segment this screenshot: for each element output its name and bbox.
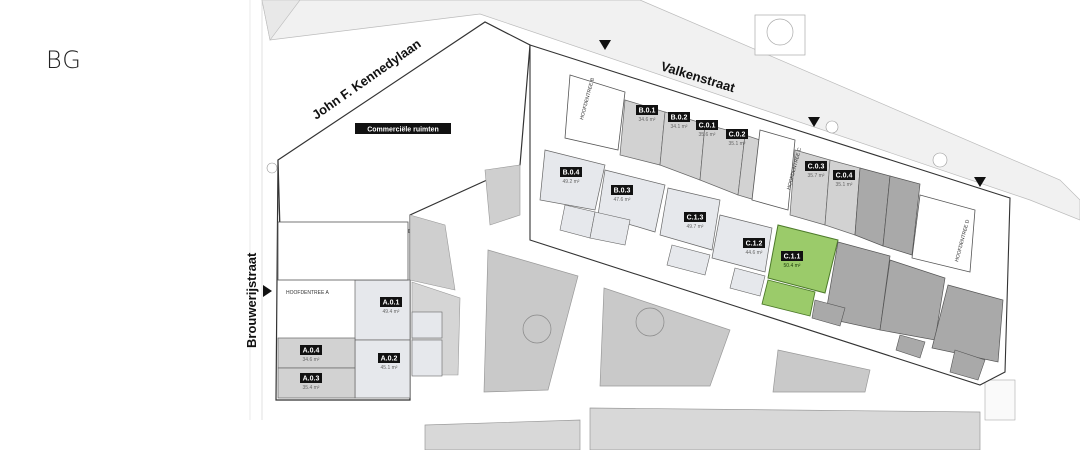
unit-code-bg (781, 251, 803, 261)
unit-label-c-1-2[interactable]: C.1.2 44.6 m² (743, 238, 765, 256)
unit-code-bg (300, 345, 322, 355)
unit-label-c-0-3[interactable]: C.0.3 35.7 m² (805, 161, 827, 179)
unit-area: 34.6 m² (303, 357, 320, 363)
unit-labels: A.0.149.4 m²A.0.245.1 m²A.0.335.4 m²A.0.… (300, 105, 855, 391)
unit-code: B.0.4 (563, 170, 580, 177)
unit-shapes (277, 74, 1004, 399)
unit-code-bg (636, 105, 658, 115)
unit-label-b-0-2[interactable]: B.0.2 34.1 m² (668, 112, 690, 130)
floor-label: BG (46, 46, 82, 74)
unit-label-c-0-4[interactable]: C.0.4 35.1 m² (833, 170, 855, 188)
unit-code-bg (611, 185, 633, 195)
unit-label-a-0-2[interactable]: A.0.2 45.1 m² (378, 353, 400, 371)
unit-label-b-0-3[interactable]: B.0.3 47.6 m² (611, 185, 633, 203)
unit-code: C.0.3 (808, 164, 825, 171)
unit-code: B.0.3 (614, 188, 631, 195)
unit-code-bg (726, 129, 748, 139)
entrance-arrow-icon (263, 285, 272, 297)
entrance-arrow-icon (599, 40, 611, 50)
unit-code-bg (805, 161, 827, 171)
unit-code-bg (833, 170, 855, 180)
unit-code-bg (560, 167, 582, 177)
unit-label-c-0-1[interactable]: C.0.1 35.6 m² (696, 120, 718, 138)
commercial-label-bg (355, 123, 451, 134)
unit-code: C.1.2 (746, 241, 763, 248)
unit-area: 34.1 m² (671, 124, 688, 130)
unit-code: C.0.2 (729, 132, 746, 139)
entrance-arrow-icon (808, 117, 820, 127)
unit-code-bg (300, 373, 322, 383)
unit-code: A.0.2 (381, 356, 398, 363)
unit-area: 34.6 m² (639, 117, 656, 123)
unit-area: 47.6 m² (614, 197, 631, 203)
unit-label-a-0-3[interactable]: A.0.3 35.4 m² (300, 373, 322, 391)
unit-label-a-0-4[interactable]: A.0.4 34.6 m² (300, 345, 322, 363)
courtyard-gardens (424, 249, 981, 450)
unit-label-a-0-1[interactable]: A.0.1 49.4 m² (380, 297, 402, 315)
unit-area: 45.1 m² (381, 365, 398, 371)
unit-code: A.0.1 (383, 300, 400, 307)
unit-code-bg (743, 238, 765, 248)
unit-area: 44.6 m² (746, 250, 763, 256)
unit-code: B.0.2 (671, 115, 688, 122)
unit-code: C.0.1 (699, 123, 716, 130)
unit-area: 35.7 m² (808, 173, 825, 179)
unit-area: 50.4 m² (784, 263, 801, 269)
unit-label-c-1-1[interactable]: C.1.1 50.4 m² (781, 251, 803, 269)
unit-area: 49.2 m² (563, 179, 580, 185)
unit-area: 35.1 m² (729, 141, 746, 147)
unit-code-bg (378, 353, 400, 363)
unit-code: C.1.3 (687, 215, 704, 222)
unit-code-bg (380, 297, 402, 307)
unit-label-b-0-1[interactable]: B.0.1 34.6 m² (636, 105, 658, 123)
unit-label-b-0-4[interactable]: B.0.4 49.2 m² (560, 167, 582, 185)
unit-area: 35.6 m² (699, 132, 716, 138)
unit-code: A.0.4 (303, 348, 320, 355)
unit-label-c-1-3[interactable]: C.1.3 49.7 m² (684, 212, 706, 230)
unit-code-bg (668, 112, 690, 122)
unit-area: 49.7 m² (687, 224, 704, 230)
unit-code-bg (696, 120, 718, 130)
unit-code: C.0.4 (836, 173, 853, 180)
entrance-label-a: HOOFDENTREE A (286, 290, 329, 296)
unit-code-bg (684, 212, 706, 222)
unit-label-c-0-2[interactable]: C.0.2 35.1 m² (726, 129, 748, 147)
unit-area: 49.4 m² (383, 309, 400, 315)
unit-code: B.0.1 (639, 108, 656, 115)
entrance-arrow-icon (974, 177, 986, 187)
unit-area: 35.4 m² (303, 385, 320, 391)
unit-area: 35.1 m² (836, 182, 853, 188)
entrance-markers (263, 40, 986, 297)
street-label-brouwerij: Brouwerijstraat (244, 252, 259, 348)
unit-code: C.1.1 (784, 254, 801, 261)
commercial-label: Commerciële ruimten (367, 127, 439, 134)
unit-code: A.0.3 (303, 376, 320, 383)
